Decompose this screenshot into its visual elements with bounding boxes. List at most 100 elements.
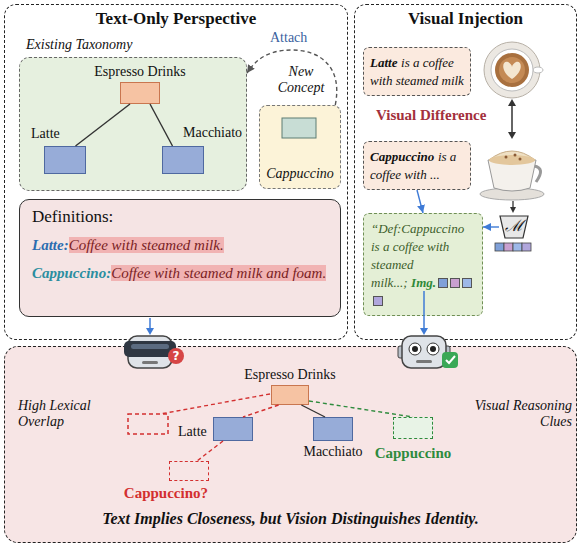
cup (491, 49, 533, 91)
definition-box: Definitions:Latte:Coffee with steamed mi… (19, 199, 341, 317)
cocoa (514, 154, 517, 157)
concept-box: Macchiato (313, 417, 353, 441)
connector (483, 226, 499, 227)
description-box: Latteis a coffee with steamed milk (363, 47, 471, 96)
encoder-trapezoid: ℳ (499, 215, 529, 239)
arrow-head (508, 132, 516, 139)
text-line: Latteis a coffee with steamed milk (370, 53, 464, 89)
crema (499, 57, 525, 83)
question-badge (168, 348, 184, 364)
text-block: Definitions:Latte:Coffee with steamed mi… (20, 200, 340, 290)
text-block: “Def:Cappuccino is a coffee with steamed… (364, 214, 482, 314)
flow-arrow (146, 318, 154, 335)
cocoa (519, 158, 522, 161)
arrow-head (146, 328, 154, 335)
saucer (484, 42, 540, 98)
candidate-box: Cappuccino? (169, 461, 209, 481)
arrow-line (511, 104, 513, 134)
candidate-box: Cappuccino (393, 417, 433, 439)
robot-mouth (142, 361, 158, 364)
arrow-head (508, 99, 516, 106)
concept-box: Latte (213, 417, 253, 441)
panel-caption: Text Implies Closeness, but Vision Disti… (5, 509, 576, 529)
connector (417, 190, 423, 213)
token (495, 243, 504, 251)
connector (309, 401, 413, 417)
cup-handle (533, 67, 543, 73)
robot-head (402, 336, 446, 368)
token-bar (495, 243, 531, 251)
token-square (438, 278, 448, 288)
latte-art (503, 62, 521, 79)
connector (243, 405, 279, 417)
cup-handle (534, 166, 541, 182)
image-tag: Img. (411, 275, 436, 290)
check-mark (446, 356, 455, 363)
taxonomy-box: Existing TaxonomyEspresso DrinksLatteMac… (19, 57, 247, 191)
badge-symbol: ? (168, 348, 184, 364)
definition-text: Coffee with steamed milk. (69, 237, 224, 253)
connector (150, 104, 173, 146)
concept-box: Latte (44, 146, 86, 174)
term: Latte: (32, 237, 69, 253)
term: Latte (370, 55, 397, 70)
concept-box: Espresso Drinks (271, 385, 309, 405)
text-block: Cappuccinois a coffee with ... (364, 142, 470, 188)
concept-box: Macchiato (162, 146, 204, 174)
latte-image (484, 42, 543, 98)
candidate-label: Cappuccino (375, 444, 452, 462)
concept-box: Espresso Drinks (120, 82, 160, 104)
check-badge (442, 352, 458, 368)
arrow-head (510, 207, 516, 213)
cappuccino-image (480, 151, 544, 200)
concept-label: Cappuccino (260, 166, 340, 182)
robot (398, 336, 458, 368)
new-concept-box (282, 118, 316, 138)
encoder-symbol: ℳ (499, 216, 529, 236)
token-square (462, 278, 472, 288)
concept-label: Macchiato (183, 125, 242, 141)
foam-top (489, 155, 535, 165)
box-heading: New Concept (266, 64, 336, 96)
text-line: Cappuccino:Coffee with steamed milk and … (32, 262, 328, 284)
connector (76, 104, 131, 146)
vr-robot (124, 336, 184, 368)
panel: Text Implies Closeness, but Vision Disti… (4, 346, 577, 543)
panel: Visual InjectionLatteis a coffee with st… (354, 4, 577, 340)
annotation: High Lexical Overlap (18, 398, 102, 430)
difference-arrow (508, 99, 516, 139)
concept-label: Macchiato (303, 444, 362, 460)
arrow-line (423, 291, 425, 329)
text-line: “Def:Cappuccino is a coffee with steamed… (371, 219, 475, 309)
cocoa (505, 156, 508, 159)
concept-label: Latte (178, 424, 207, 440)
robot-eye (427, 343, 439, 355)
definition-text: Coffee with steamed milk and foam. (111, 265, 326, 281)
connector (301, 405, 325, 417)
candidate-label: Cappuccino? (124, 484, 208, 502)
visor-glint (131, 344, 169, 349)
text-block: Latteis a coffee with steamed milk (364, 48, 470, 94)
token-square (373, 296, 383, 306)
trapezoid-shape (500, 216, 528, 238)
text-line: Cappuccinois a coffee with ... (370, 147, 464, 183)
flow-arrow (420, 291, 428, 335)
token (504, 243, 513, 251)
term: Cappuccino (370, 149, 434, 164)
connector-label: Attach (270, 30, 307, 46)
robot-pupil (412, 346, 418, 352)
concept-label: Latte (31, 126, 60, 142)
panel-title: Text-Only Perspective (5, 9, 347, 29)
robot-eye (409, 343, 421, 355)
connector (197, 441, 223, 461)
text-line: Definitions: (32, 206, 328, 228)
connector (247, 50, 337, 105)
arrow-line (512, 201, 513, 208)
panel-title: Visual Injection (355, 9, 576, 29)
coffee (495, 53, 529, 87)
term: Cappuccino: (32, 265, 111, 281)
box-heading: Existing Taxonomy (26, 37, 132, 53)
token (522, 243, 531, 251)
description-box: Cappuccinois a coffee with ... (363, 141, 471, 190)
